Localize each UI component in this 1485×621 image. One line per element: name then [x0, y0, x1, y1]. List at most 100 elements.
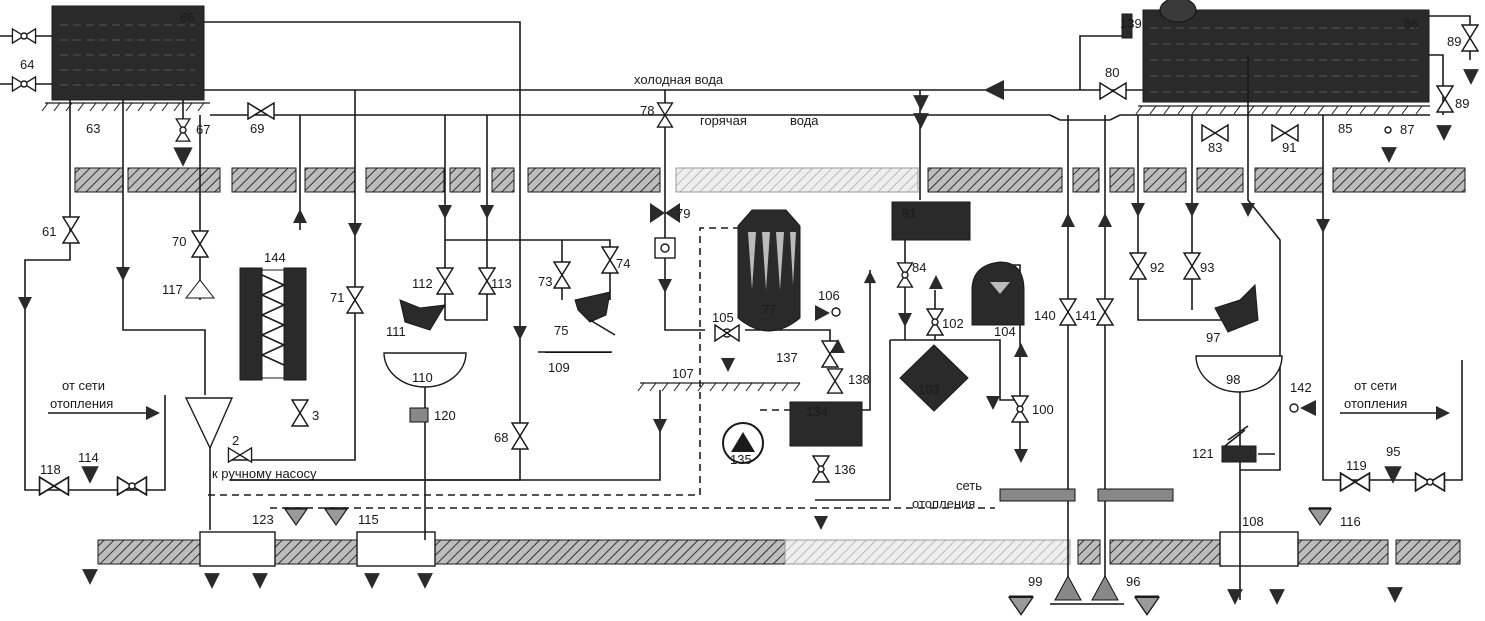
- dashed-lines: [208, 227, 995, 509]
- mixer-75: [574, 291, 611, 323]
- label-66: 66: [180, 10, 194, 25]
- lower-floor-band: [97, 539, 1461, 565]
- label-102: 102: [942, 316, 964, 331]
- pit-left-1: [199, 531, 276, 567]
- pit-108: [1219, 531, 1299, 567]
- label-141: 141: [1075, 308, 1097, 323]
- label-137: 137: [776, 350, 798, 365]
- annotations: холодная вода горячая вода от сети отопл…: [50, 72, 1407, 511]
- tank-109: [545, 352, 611, 353]
- label-140: 140: [1034, 308, 1056, 323]
- label-121: 121: [1192, 446, 1214, 461]
- tank-134: [789, 401, 863, 447]
- label-142: 142: [1290, 380, 1312, 395]
- label-87: 87: [1400, 122, 1414, 137]
- label-134: 134: [806, 404, 828, 419]
- label-75: 75: [554, 323, 568, 338]
- label-105: 105: [712, 310, 734, 325]
- device-121: [1221, 445, 1257, 463]
- label-85: 85: [1338, 121, 1352, 136]
- label-89a: 89: [1447, 34, 1461, 49]
- tank-81: [891, 201, 971, 241]
- label-84: 84: [912, 260, 926, 275]
- pump-79: [650, 203, 680, 259]
- label-135: 135: [730, 452, 752, 467]
- label-116: 116: [1340, 514, 1361, 529]
- ball-valves: [20, 32, 1434, 490]
- label-69: 69: [250, 121, 264, 136]
- label-92: 92: [1150, 260, 1164, 275]
- label-120: 120: [434, 408, 456, 423]
- text-hot-water-1: горячая: [700, 113, 747, 128]
- label-78: 78: [640, 103, 654, 118]
- text-from-net-left-2: отопления: [50, 396, 113, 411]
- text-from-net-right-1: от сети: [1354, 378, 1397, 393]
- text-hot-water-2: вода: [790, 113, 819, 128]
- label-63: 63: [86, 121, 100, 136]
- sink-98: [1195, 355, 1283, 393]
- label-2: 2: [232, 433, 239, 448]
- label-96: 96: [1126, 574, 1140, 589]
- label-115: 115: [358, 512, 379, 527]
- label-93: 93: [1200, 260, 1214, 275]
- tank-86: [1142, 0, 1430, 103]
- reactor-77: [737, 209, 801, 332]
- label-61: 61: [42, 224, 56, 239]
- text-cold-water: холодная вода: [634, 72, 724, 87]
- label-98: 98: [1226, 372, 1240, 387]
- floor-ticks: [41, 102, 1423, 392]
- tank-66: [51, 5, 205, 101]
- heat-net-bar-1: [999, 488, 1076, 502]
- filter-103: [899, 344, 969, 412]
- text-from-net-left-1: от сети: [62, 378, 105, 393]
- label-138: 138: [848, 372, 870, 387]
- text-to-pump: к ручному насосу: [212, 466, 317, 481]
- pit-left-2: [356, 531, 436, 567]
- label-79: 79: [676, 206, 690, 221]
- label-118: 118: [40, 462, 61, 477]
- heat-net-bar-2: [1097, 488, 1174, 502]
- label-3: 3: [312, 408, 319, 423]
- label-109: 109: [548, 360, 570, 375]
- label-136: 136: [834, 462, 856, 477]
- label-70: 70: [172, 234, 186, 249]
- label-68: 68: [494, 430, 508, 445]
- sensor-139: [1121, 13, 1133, 39]
- label-83: 83: [1208, 140, 1222, 155]
- label-100: 100: [1032, 402, 1054, 417]
- label-119: 119: [1346, 458, 1367, 473]
- mixer-97: [1214, 283, 1259, 333]
- tank-104: [971, 261, 1025, 326]
- heat-exchanger-144: [239, 267, 307, 381]
- valve-105: [714, 323, 740, 343]
- labels: 66 64 63 67 69 61 70 117 144 71 112 113 …: [20, 10, 1469, 589]
- device-120: [409, 407, 429, 423]
- label-74: 74: [616, 256, 630, 271]
- label-117: 117: [162, 282, 183, 297]
- label-107: 107: [672, 366, 694, 381]
- label-123: 123: [252, 512, 274, 527]
- label-139: 139: [1120, 16, 1142, 31]
- label-77: 77: [762, 302, 776, 317]
- label-111: 111: [386, 324, 406, 339]
- valve-106: [815, 305, 830, 321]
- label-108: 108: [1242, 514, 1264, 529]
- text-heat-net-2: отопления: [912, 496, 975, 511]
- label-99: 99: [1028, 574, 1042, 589]
- sink-110: [383, 352, 467, 388]
- label-64: 64: [20, 57, 34, 72]
- text-from-net-right-2: отопления: [1344, 396, 1407, 411]
- label-71: 71: [330, 290, 344, 305]
- h-arrows: [48, 80, 1450, 420]
- label-110: 110: [412, 370, 433, 385]
- label-112: 112: [412, 276, 433, 291]
- label-103: 103: [918, 382, 940, 397]
- label-114: 114: [78, 450, 99, 465]
- text-heat-net-1: сеть: [956, 478, 982, 493]
- label-86: 86: [1404, 16, 1418, 31]
- label-144: 144: [264, 250, 286, 265]
- label-89b: 89: [1455, 96, 1469, 111]
- label-67: 67: [196, 122, 210, 137]
- filter-funnel: [184, 397, 234, 450]
